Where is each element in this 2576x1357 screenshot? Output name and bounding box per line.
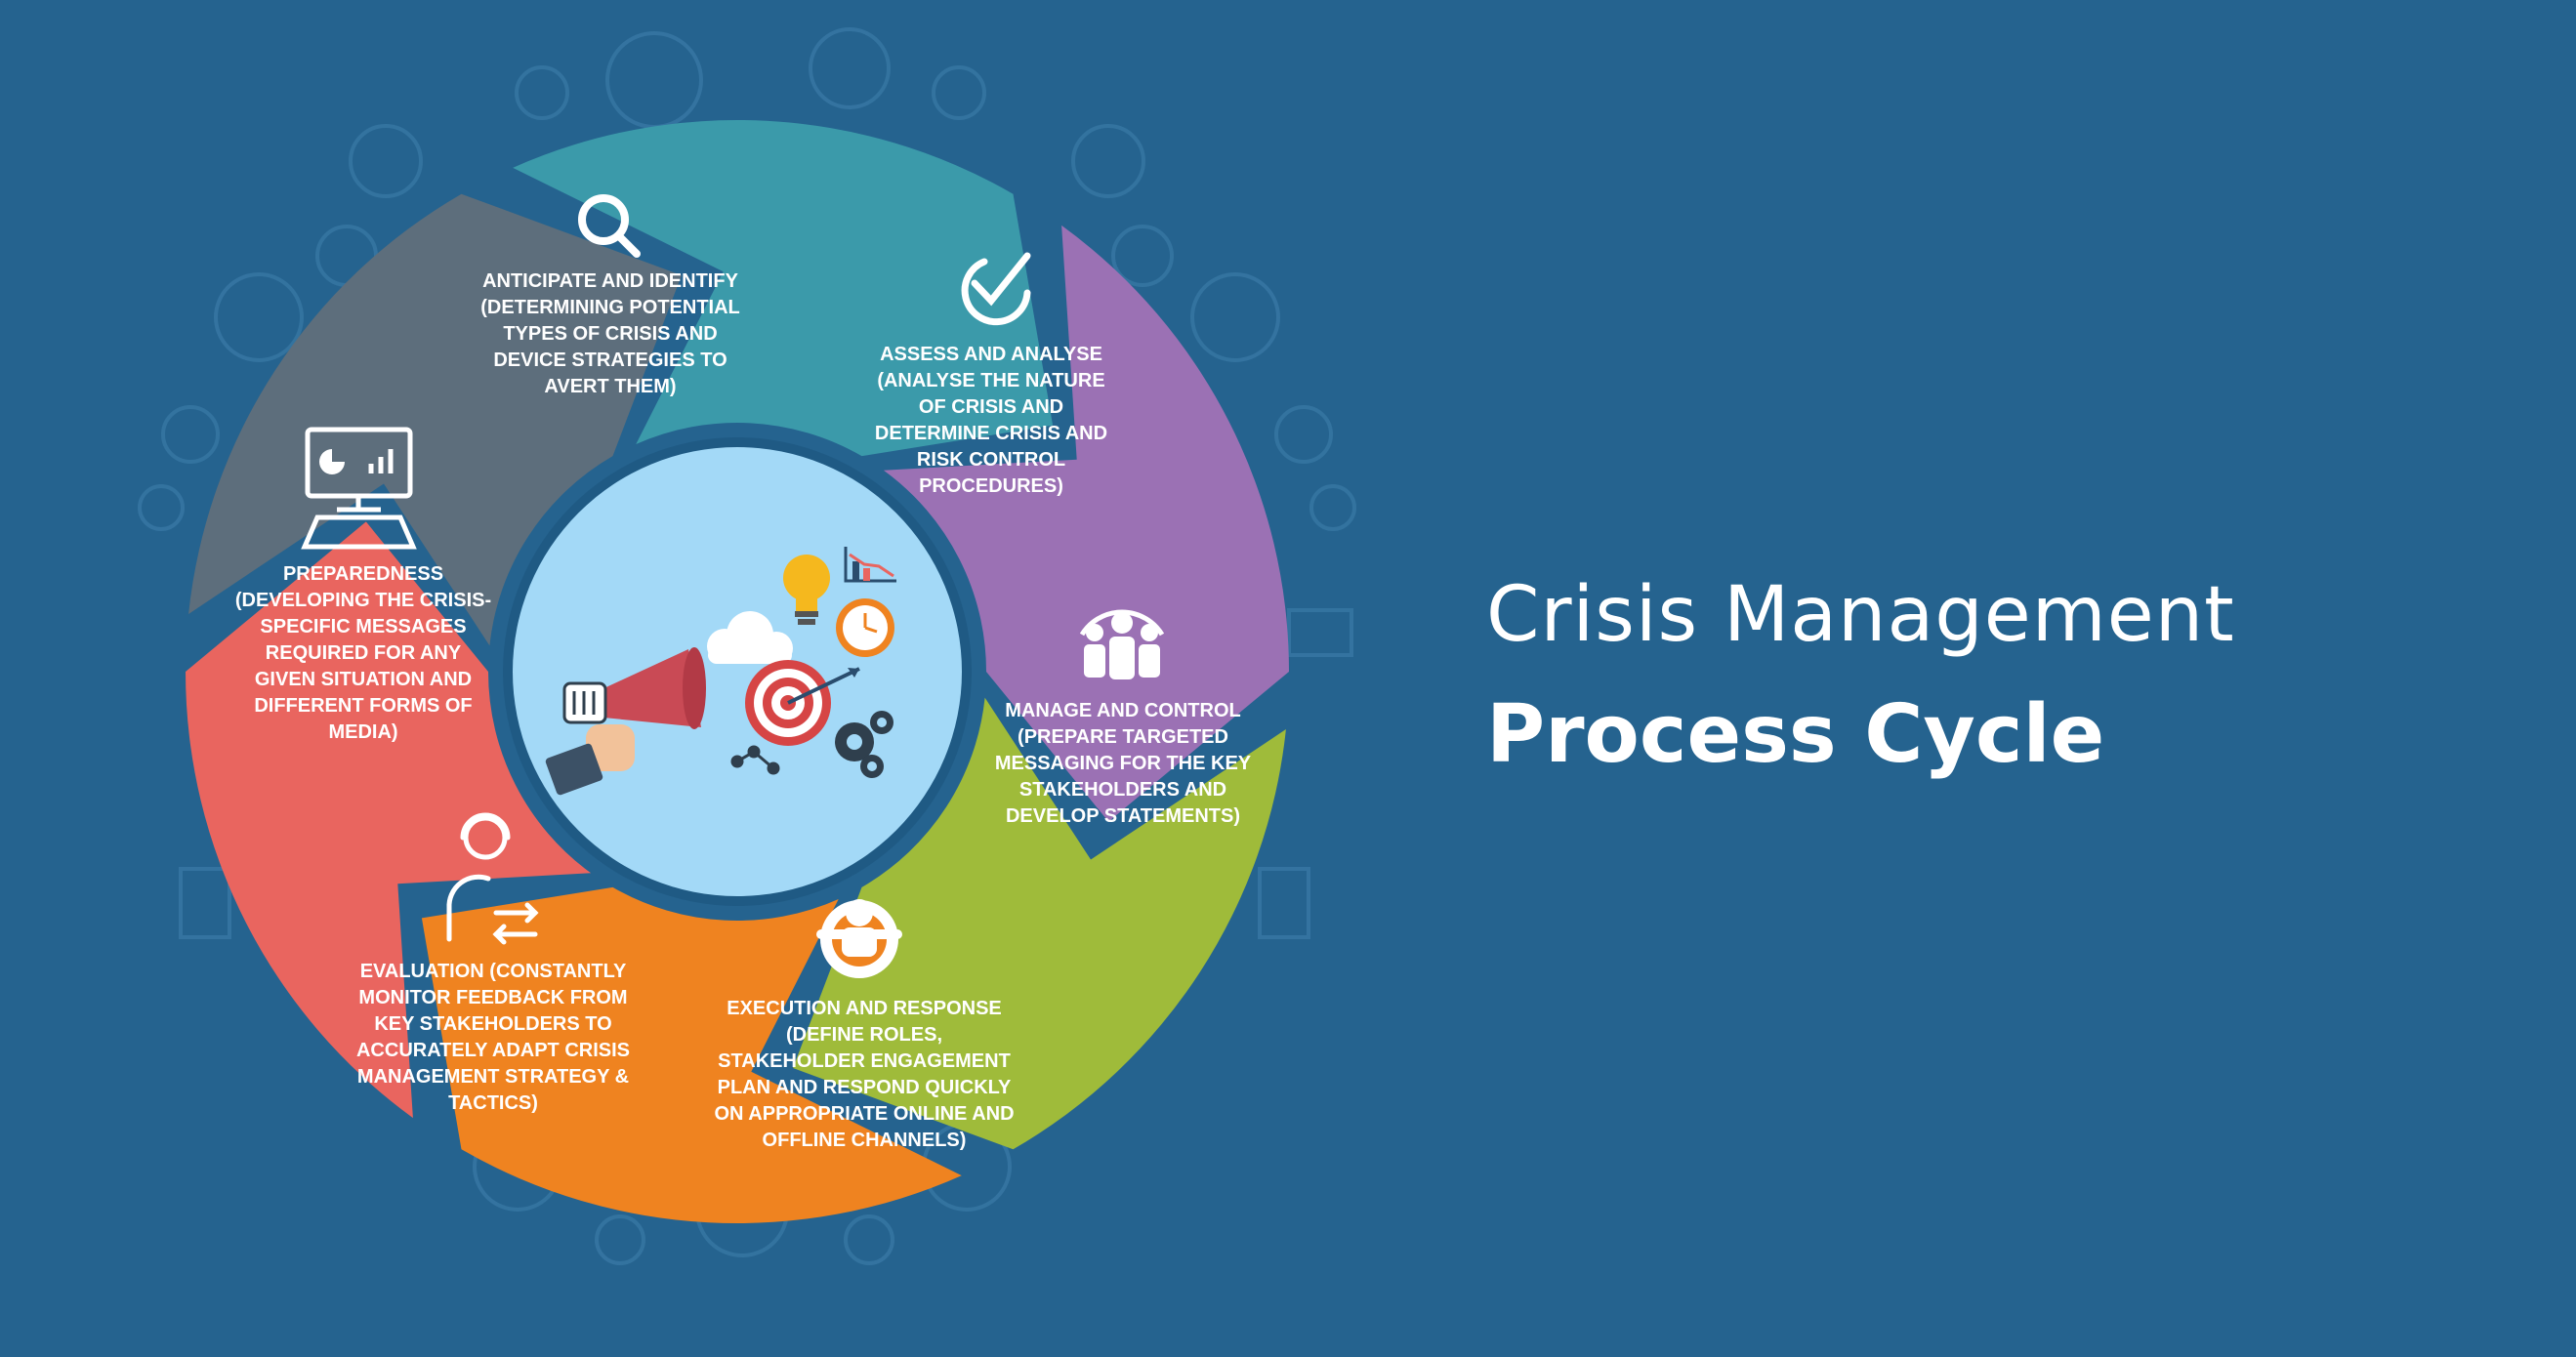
doodle-chart-icon <box>1258 867 1310 939</box>
segment-manage <box>793 697 1286 1150</box>
segment-evaluation <box>186 521 592 1119</box>
title-line2: Process Cycle <box>1486 688 2105 781</box>
segment-assess <box>883 225 1289 822</box>
gears-icon <box>835 711 893 778</box>
doodle-bulb-icon <box>214 272 304 362</box>
team-icon <box>1079 609 1165 679</box>
chart-icon <box>844 547 896 583</box>
check-cycle-icon <box>961 252 1031 326</box>
doodle-gear-icon <box>138 484 185 531</box>
leader-gear-icon <box>816 899 902 978</box>
doodle-bulb-icon <box>1190 272 1280 362</box>
doodle-chart-icon <box>179 867 231 939</box>
doodle-gear-icon <box>515 65 569 120</box>
doodle-gear-icon <box>1309 484 1356 531</box>
step-text-manage: MANAGE AND CONTROL (PREPARE TARGETED MES… <box>994 700 1252 827</box>
step-text-anticipate: ANTICIPATE AND IDENTIFY (DETERMINING POT… <box>480 270 740 397</box>
doodle-gear-icon <box>595 1214 645 1265</box>
cloud-icon <box>707 611 793 665</box>
segment-anticipate <box>513 119 1054 457</box>
segment-execution <box>421 886 962 1223</box>
step-text-execution: EXECUTION AND RESPONSE (DEFINE ROLES, ST… <box>714 998 1015 1151</box>
doodle-chat-icon <box>809 27 891 109</box>
step-text-preparedness: PREPAREDNESS (DEVELOPING THE CRISIS- SPE… <box>234 563 492 743</box>
title-line1: Crisis Management <box>1486 571 2235 659</box>
doodle-gear-icon <box>161 405 220 464</box>
network-icon <box>730 745 780 775</box>
doodle-bulb-icon <box>605 31 703 129</box>
doodle-gear-icon <box>1274 405 1333 464</box>
megaphone-icon <box>545 647 706 796</box>
support-agent-icon <box>446 812 539 945</box>
doodle-pie-icon <box>349 124 423 198</box>
step-text-evaluation: EVALUATION (CONSTANTLY MONITOR FEEDBACK … <box>355 961 631 1114</box>
background-doodles <box>138 27 1356 1265</box>
magnifier-icon <box>578 194 641 258</box>
lightbulb-icon <box>783 555 830 625</box>
doodle-dollar-icon <box>1111 225 1174 287</box>
computer-dashboard-icon <box>301 427 417 550</box>
step-text-assess: ASSESS AND ANALYSE (ANALYSE THE NATURE O… <box>874 344 1108 497</box>
target-icon <box>745 660 860 746</box>
doodle-pie-icon <box>1071 124 1145 198</box>
cycle-segments <box>186 119 1289 1223</box>
center-circle <box>513 447 962 896</box>
doodle-envelope-icon <box>1287 608 1353 657</box>
center-illustration <box>545 547 896 796</box>
doodle-gear-icon <box>844 1214 894 1265</box>
segment-preparedness <box>188 193 682 646</box>
doodle-gear-icon <box>932 65 986 120</box>
clock-icon <box>836 598 894 657</box>
